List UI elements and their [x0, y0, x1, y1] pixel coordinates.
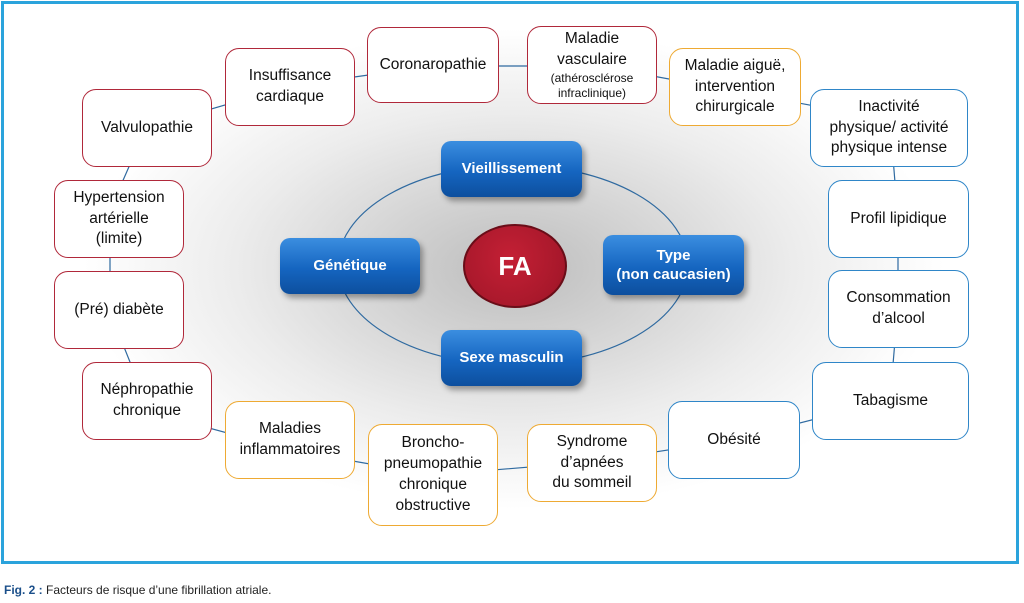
factor-maladie-aigue-label: Maladie aiguë, intervention chirurgicale	[684, 56, 786, 116]
factor-bpco: Broncho- pneumopathie chronique obstruct…	[368, 424, 498, 526]
core-genetique: Génétique	[280, 238, 420, 294]
factor-alcool: Consommation d’alcool	[828, 270, 969, 348]
factor-tabagisme: Tabagisme	[812, 362, 969, 440]
center-fa-label: FA	[498, 250, 532, 281]
factor-valvulopathie: Valvulopathie	[82, 89, 212, 167]
core-sexe-masculin: Sexe masculin	[441, 330, 582, 386]
factor-bpco-label: Broncho- pneumopathie chronique obstruct…	[383, 434, 483, 514]
core-vieillissement-label: Vieillissement	[461, 160, 562, 178]
factor-inactivite: Inactivité physique/ activité physique i…	[810, 89, 968, 167]
factor-nephropathie: Néphropathie chronique	[82, 362, 212, 440]
factor-valvulopathie-label: Valvulopathie	[101, 118, 193, 136]
core-type: Type (non caucasien)	[603, 235, 744, 295]
factor-obesite-label: Obésité	[707, 430, 761, 448]
factor-apnees: Syndrome d’apnées du sommeil	[527, 424, 657, 502]
factor-hypertension-label: Hypertension artérielle (limite)	[73, 188, 165, 248]
factor-nephropathie-label: Néphropathie chronique	[100, 381, 194, 419]
center-fa: FA	[463, 224, 567, 308]
core-sexe-masculin-label: Sexe masculin	[459, 349, 564, 367]
factor-obesite: Obésité	[668, 401, 800, 479]
factor-coronaropathie-label: Coronaropathie	[379, 55, 487, 73]
factor-maladies-inflammatoires: Maladies inflammatoires	[225, 401, 355, 479]
factor-maladie-vasculaire-note: (athérosclérose infraclinique)	[550, 70, 634, 100]
factor-inactivite-label: Inactivité physique/ activité physique i…	[829, 97, 949, 157]
factor-diabete-label: (Pré) diabète	[74, 300, 164, 318]
factor-insuffisance-cardiaque-label: Insuffisance cardiaque	[248, 67, 332, 105]
factor-apnees-label: Syndrome d’apnées du sommeil	[552, 432, 632, 492]
factor-hypertension: Hypertension artérielle (limite)	[54, 180, 184, 258]
factor-maladie-vasculaire-label: Maladie vasculaire	[557, 30, 627, 68]
core-vieillissement: Vieillissement	[441, 141, 582, 197]
factor-profil-lipidique: Profil lipidique	[828, 180, 969, 258]
factor-diabete: (Pré) diabète	[54, 271, 184, 349]
caption-text: Facteurs de risque d’une fibrillation at…	[42, 583, 272, 597]
factor-profil-lipidique-label: Profil lipidique	[850, 209, 947, 227]
factor-alcool-label: Consommation d’alcool	[846, 289, 951, 327]
factor-coronaropathie: Coronaropathie	[367, 27, 499, 103]
core-genetique-label: Génétique	[313, 257, 387, 275]
factor-maladie-aigue: Maladie aiguë, intervention chirurgicale	[669, 48, 801, 126]
core-type-label: Type (non caucasien)	[616, 246, 731, 284]
factor-tabagisme-label: Tabagisme	[853, 391, 928, 409]
factor-maladie-vasculaire: Maladie vasculaire (athérosclérose infra…	[527, 26, 657, 104]
factor-maladies-inflammatoires-label: Maladies inflammatoires	[239, 420, 341, 458]
caption-label: Fig. 2 :	[4, 583, 43, 597]
factor-insuffisance-cardiaque: Insuffisance cardiaque	[225, 48, 355, 126]
figure-caption: Fig. 2 : Facteurs de risque d’une fibril…	[4, 583, 271, 597]
